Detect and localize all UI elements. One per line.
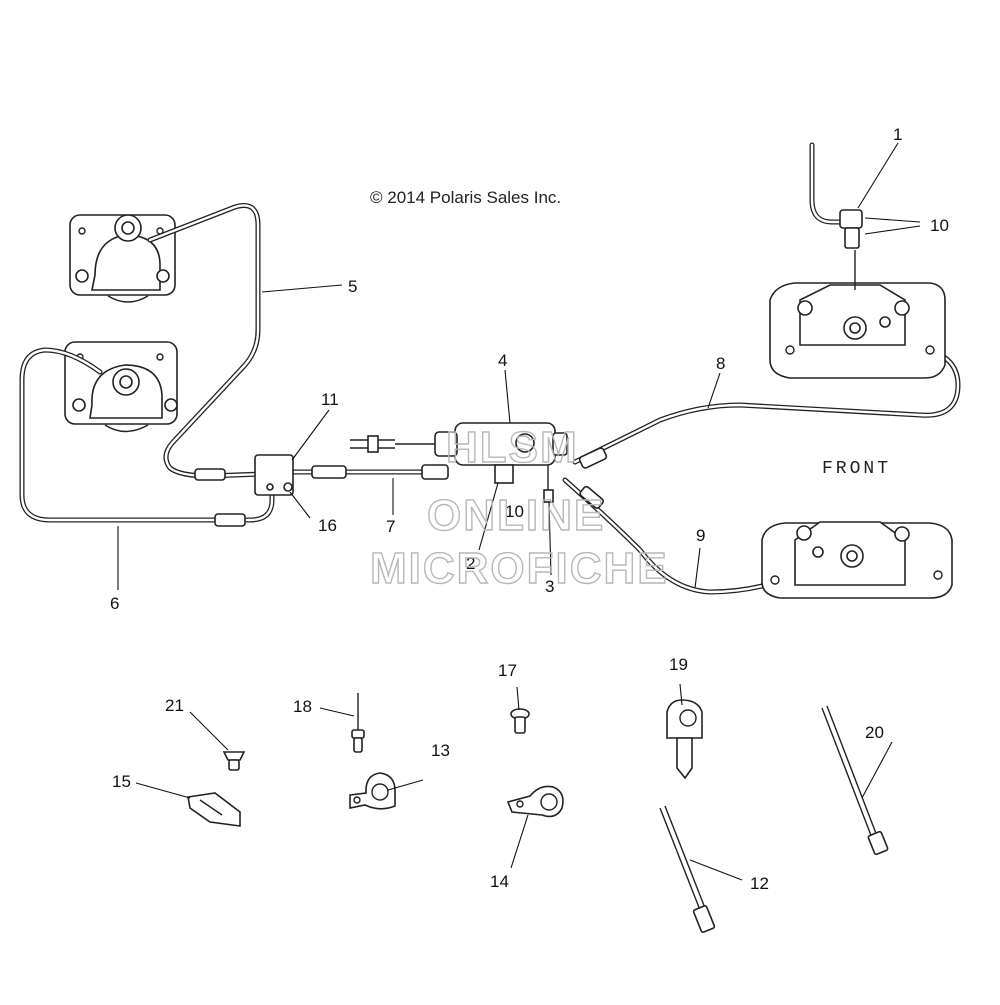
watermark-line-1: HLSM [446, 423, 579, 472]
cable-tie-12 [659, 805, 716, 933]
callout-11: 11 [321, 390, 339, 409]
brake-line-5 [147, 203, 265, 481]
callout-2: 2 [466, 554, 475, 573]
screw-17 [510, 708, 530, 734]
callout-12: 12 [750, 874, 769, 893]
watermark-line-3: MICROFICHE [370, 544, 669, 593]
callout-4: 4 [498, 351, 507, 370]
callout-1: 1 [893, 125, 902, 144]
callout-6: 6 [110, 594, 119, 613]
callout-15: 15 [112, 772, 131, 791]
watermark: HLSM ONLINE MICROFICHE [369, 422, 669, 593]
callout-21: 21 [165, 696, 184, 715]
screw-21 [222, 751, 246, 771]
bracket-15 [187, 792, 241, 827]
brake-line-8 [572, 345, 961, 469]
rear-caliper-upper [69, 214, 176, 303]
master-cylinder [350, 422, 568, 503]
callout-18: 18 [293, 697, 312, 716]
callout-16: 16 [318, 516, 337, 535]
callout-19: 19 [669, 655, 688, 674]
front-label: FRONT [822, 459, 891, 479]
brake-line-9 [562, 477, 833, 595]
clamp-13 [349, 772, 396, 810]
copyright-text: © 2014 Polaris Sales Inc. [370, 188, 561, 207]
callout-9: 9 [696, 526, 705, 545]
callout-7: 7 [386, 517, 395, 536]
clip-19 [666, 699, 703, 780]
front-caliper-left [761, 521, 953, 599]
callout-14: 14 [490, 872, 509, 891]
banjo-fitting [809, 142, 863, 290]
cable-tie-20 [821, 705, 889, 856]
callout-20: 20 [865, 723, 884, 742]
brake-line-7 [289, 464, 449, 480]
brake-line-6 [19, 347, 275, 527]
callout-10-upper: 10 [930, 216, 949, 235]
callout-8: 8 [716, 354, 725, 373]
callout-10-lower: 10 [505, 502, 524, 521]
rivet-18 [351, 693, 365, 753]
watermark-line-2: ONLINE [427, 491, 605, 540]
callout-3: 3 [545, 577, 554, 596]
front-caliper-right [769, 282, 946, 379]
leader-lines [117, 142, 921, 881]
rear-caliper-lower [64, 341, 178, 433]
callout-5: 5 [348, 277, 357, 296]
clamp-14 [506, 785, 564, 818]
callout-17: 17 [498, 661, 517, 680]
distribution-block [254, 454, 294, 496]
callout-13: 13 [431, 741, 450, 760]
